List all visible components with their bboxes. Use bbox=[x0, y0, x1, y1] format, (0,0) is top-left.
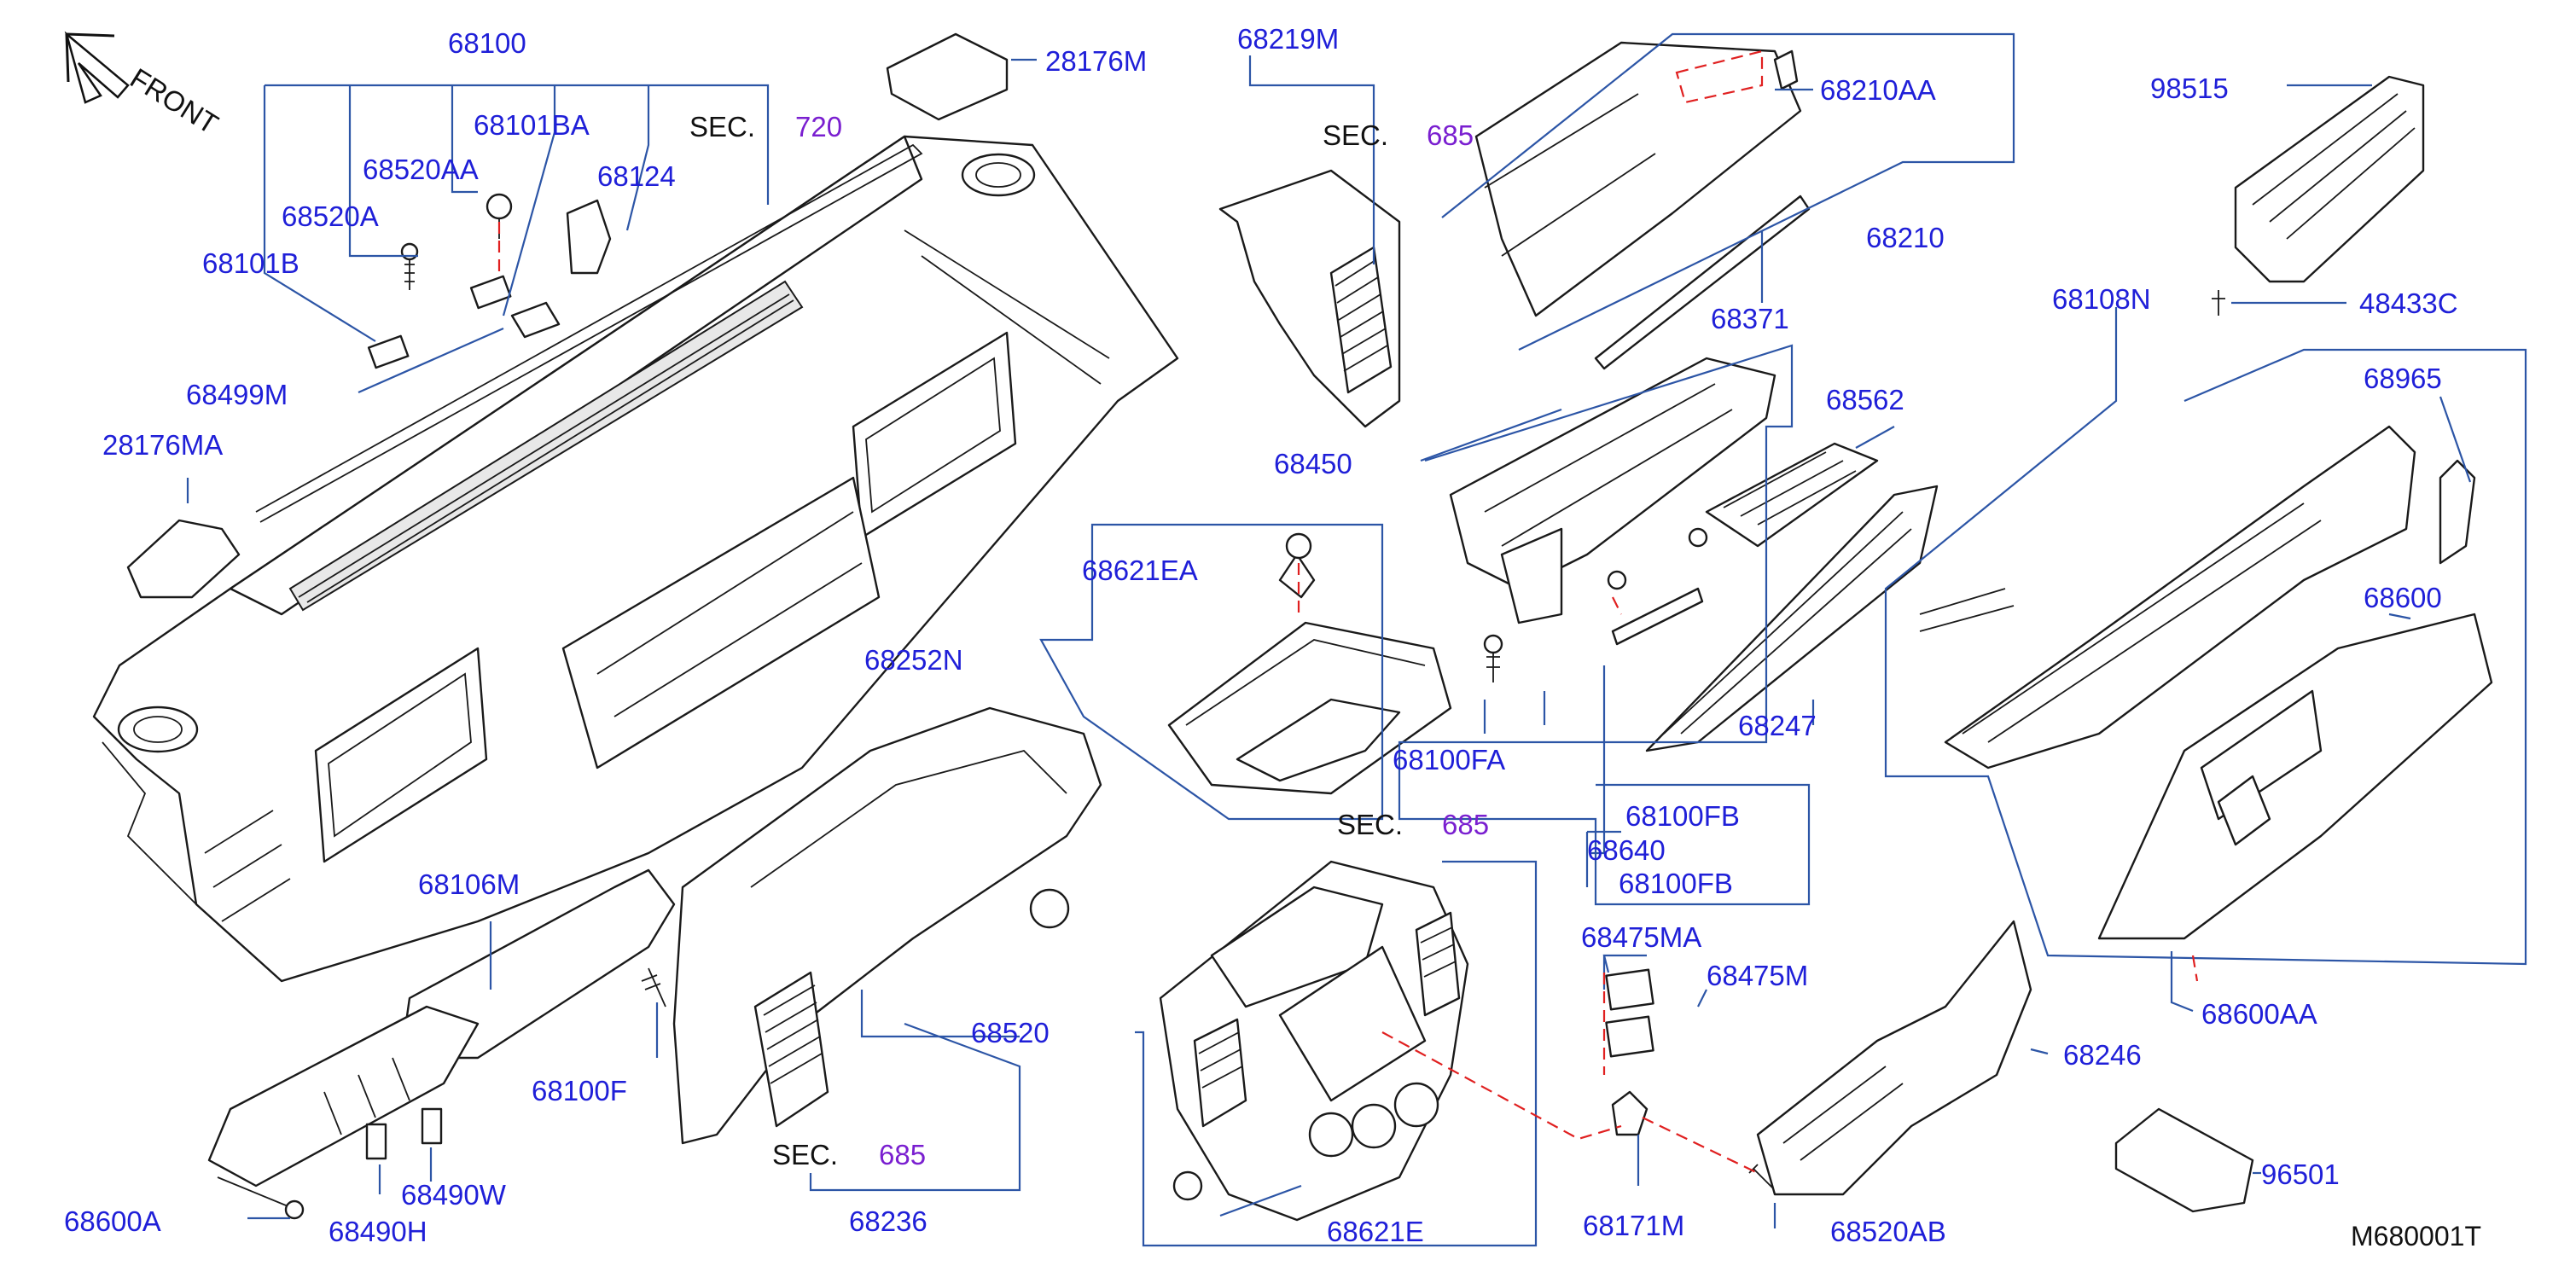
label-28176M: 28176M bbox=[1045, 45, 1147, 77]
label-68210AA: 68210AA bbox=[1820, 74, 1936, 106]
sec-685-cluster-num: 685 bbox=[879, 1139, 926, 1170]
label-68371: 68371 bbox=[1711, 303, 1789, 334]
sec-685-vent-num: 685 bbox=[1427, 119, 1474, 151]
label-68600AA: 68600AA bbox=[2201, 998, 2317, 1030]
label-68171M: 68171M bbox=[1583, 1210, 1684, 1241]
label-68640: 68640 bbox=[1587, 834, 1666, 866]
cap-28176ma-part bbox=[126, 519, 241, 599]
label-68108N: 68108N bbox=[2052, 283, 2151, 315]
sec-720-num: 720 bbox=[795, 111, 842, 142]
lower-cover-left-part bbox=[207, 1005, 480, 1188]
label-68210: 68210 bbox=[1866, 222, 1945, 253]
label-68100: 68100 bbox=[448, 27, 526, 59]
label-68475MA: 68475MA bbox=[1581, 921, 1701, 953]
center-bezel-part bbox=[1159, 860, 1469, 1222]
label-68101BA: 68101BA bbox=[474, 109, 590, 141]
label-68106M: 68106M bbox=[418, 868, 520, 900]
label-68246: 68246 bbox=[2063, 1039, 2142, 1071]
label-68100FB-b: 68100FB bbox=[1619, 868, 1733, 899]
lid-68247-part bbox=[1483, 485, 1939, 752]
label-68100FA: 68100FA bbox=[1393, 744, 1505, 775]
sec-720-prefix: SEC. bbox=[689, 111, 755, 142]
label-68490W: 68490W bbox=[401, 1179, 507, 1211]
label-68247: 68247 bbox=[1738, 710, 1817, 741]
label-68219M: 68219M bbox=[1237, 23, 1339, 55]
glove-box-68600-part bbox=[2097, 613, 2493, 940]
label-68562: 68562 bbox=[1826, 384, 1904, 415]
hidden-lines bbox=[497, 49, 2199, 1174]
cover-68210-part bbox=[1474, 41, 1811, 370]
pad-68562-part bbox=[1705, 442, 1879, 548]
label-68621EA: 68621EA bbox=[1082, 555, 1198, 586]
ashtray-68621ea-part bbox=[1167, 532, 1452, 795]
bracket-68108n-part bbox=[1919, 425, 2476, 769]
glove-lid-68450-part bbox=[1449, 357, 1776, 624]
label-68600: 68600 bbox=[2364, 582, 2442, 613]
sec-685-vent-prefix: SEC. bbox=[1323, 119, 1388, 151]
label-68520A: 68520A bbox=[282, 200, 379, 232]
label-68621E: 68621E bbox=[1327, 1216, 1424, 1247]
leader-lines bbox=[186, 32, 2527, 1247]
label-68124: 68124 bbox=[597, 160, 676, 192]
sec-685-center-prefix: SEC. bbox=[1337, 809, 1403, 840]
label-68499M: 68499M bbox=[186, 379, 288, 410]
stay-68246-part bbox=[1756, 920, 2032, 1196]
label-68100FB-a: 68100FB bbox=[1625, 800, 1740, 832]
label-68101B: 68101B bbox=[202, 247, 299, 279]
side-vent-68219m-part bbox=[1218, 169, 1401, 428]
label-68490H: 68490H bbox=[329, 1216, 427, 1247]
switch-covers-part bbox=[1605, 968, 1780, 1195]
cap-28176m-part bbox=[886, 32, 1009, 121]
clip-parts bbox=[367, 193, 612, 369]
airbag-module-98515-part bbox=[2212, 75, 2425, 316]
label-68252N: 68252N bbox=[864, 644, 963, 676]
label-68236: 68236 bbox=[849, 1205, 927, 1237]
label-68520: 68520 bbox=[971, 1017, 1050, 1048]
part-labels: 68100 68101BA 68520AA 68520A 68124 68101… bbox=[64, 23, 2458, 1247]
label-98515: 98515 bbox=[2150, 73, 2229, 104]
sec-685-cluster-prefix: SEC. bbox=[772, 1139, 838, 1170]
instrument-panel-part bbox=[92, 135, 1179, 983]
sec-685-center-num: 685 bbox=[1442, 809, 1489, 840]
front-label: FRONT bbox=[125, 62, 224, 141]
label-96501: 96501 bbox=[2261, 1159, 2340, 1190]
label-68965: 68965 bbox=[2364, 363, 2442, 394]
label-68475M: 68475M bbox=[1707, 960, 1808, 991]
diagram-ref-code: M680001T bbox=[2351, 1221, 2481, 1251]
front-arrow-icon bbox=[64, 31, 130, 104]
cluster-lid-part bbox=[672, 706, 1102, 1145]
label-68100F: 68100F bbox=[532, 1075, 627, 1106]
label-48433C: 48433C bbox=[2359, 287, 2458, 319]
label-68520AB: 68520AB bbox=[1830, 1216, 1946, 1247]
label-68520AA: 68520AA bbox=[363, 154, 479, 185]
label-68450: 68450 bbox=[1274, 448, 1352, 479]
label-28176MA: 28176MA bbox=[102, 429, 223, 461]
section-refs: SEC. 720 SEC. 685 SEC. 685 SEC. 685 bbox=[689, 111, 1489, 1170]
box-96501-part bbox=[2114, 1107, 2254, 1213]
label-68600A: 68600A bbox=[64, 1205, 161, 1237]
